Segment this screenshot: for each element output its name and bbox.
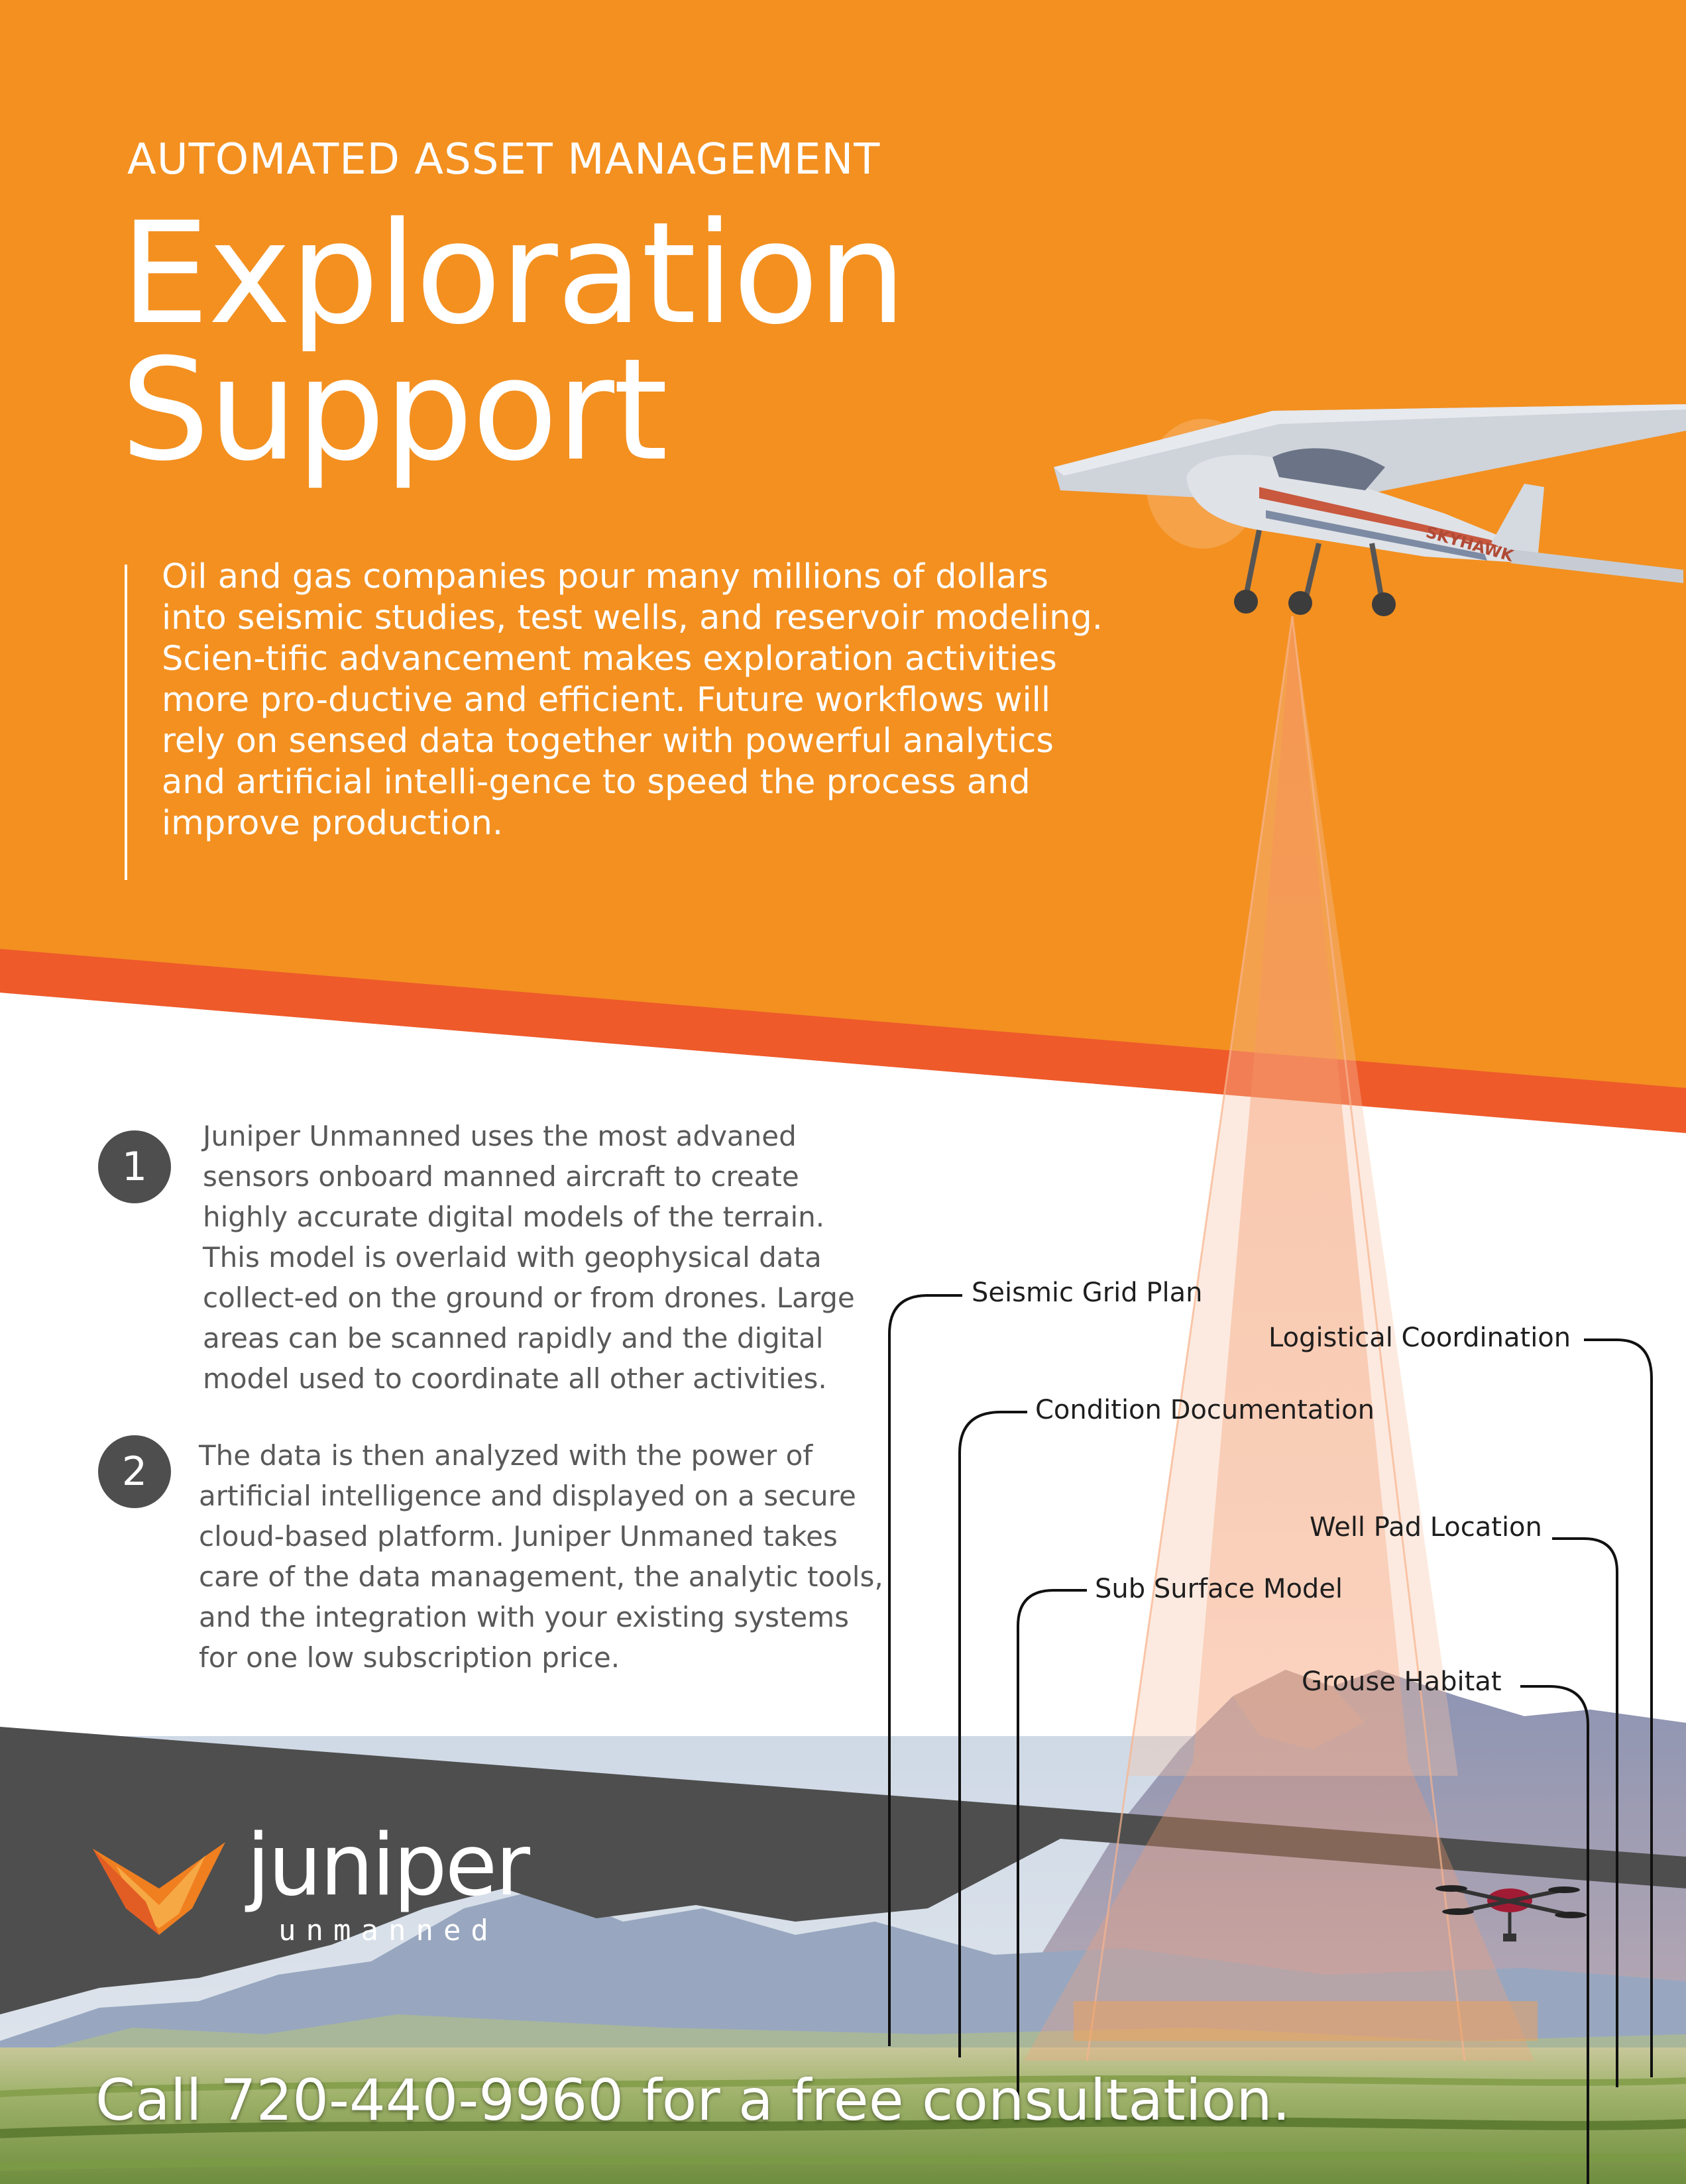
leader-wellpad (1552, 1537, 1618, 2087)
logo-subtitle: unmanned (278, 1914, 498, 1947)
sensor-beam-inner (1127, 616, 1458, 1776)
callout-leaders (888, 1294, 1653, 2184)
callout-logistical-coordination: Logistical Coordination (1268, 1323, 1571, 1353)
wheel (1288, 591, 1312, 615)
leader-subsurface (1017, 1589, 1087, 2107)
leader-condition (958, 1411, 1027, 2057)
leader-logistical (1584, 1338, 1653, 2077)
wheel (1372, 592, 1396, 616)
eyebrow-heading: AUTOMATED ASSET MANAGEMENT (127, 135, 881, 184)
page-title-line-1: Exploration (121, 191, 907, 355)
juniper-logo-mark (93, 1842, 225, 1935)
callout-grouse-habitat: Grouse Habitat (1302, 1666, 1502, 1697)
leader-grouse (1520, 1685, 1589, 2184)
page-title-line-2: Support (121, 328, 668, 492)
step-2-badge: 2 (98, 1435, 171, 1508)
drone (1435, 1885, 1587, 1941)
cockpit (1272, 448, 1385, 490)
sensor-beam (1024, 616, 1534, 2061)
tail-fin (1491, 484, 1544, 560)
callout-sub-surface-model: Sub Surface Model (1095, 1574, 1343, 1604)
call-to-action[interactable]: Call 720-440-9960 for a free consultatio… (95, 2067, 1291, 2134)
step-2-text: The data is then analyzed with the power… (199, 1439, 883, 1674)
wheel (1234, 590, 1258, 614)
page-title: Exploration Support (121, 191, 907, 492)
airplane: SKYHAWK (1054, 404, 1686, 616)
beam-ground-footprint (1074, 2001, 1538, 2041)
leader-seismic (888, 1294, 962, 2046)
logo-wordmark: juniper (247, 1816, 530, 1915)
callout-condition-documentation: Condition Documentation (1035, 1395, 1375, 1425)
step-1-badge: 1 (98, 1130, 171, 1203)
intro-paragraph: Oil and gas companies pour many millions… (162, 557, 1103, 843)
callout-seismic-grid-plan: Seismic Grid Plan (972, 1278, 1203, 1308)
orange-header-band (0, 0, 1686, 1099)
step-1-text: Juniper Unmanned uses the most advaned s… (203, 1120, 855, 1395)
intro-rule (125, 565, 127, 880)
callout-well-pad-location: Well Pad Location (1310, 1512, 1542, 1543)
dark-logo-band (0, 1727, 1686, 2014)
tail-stabilizer (1504, 549, 1683, 583)
